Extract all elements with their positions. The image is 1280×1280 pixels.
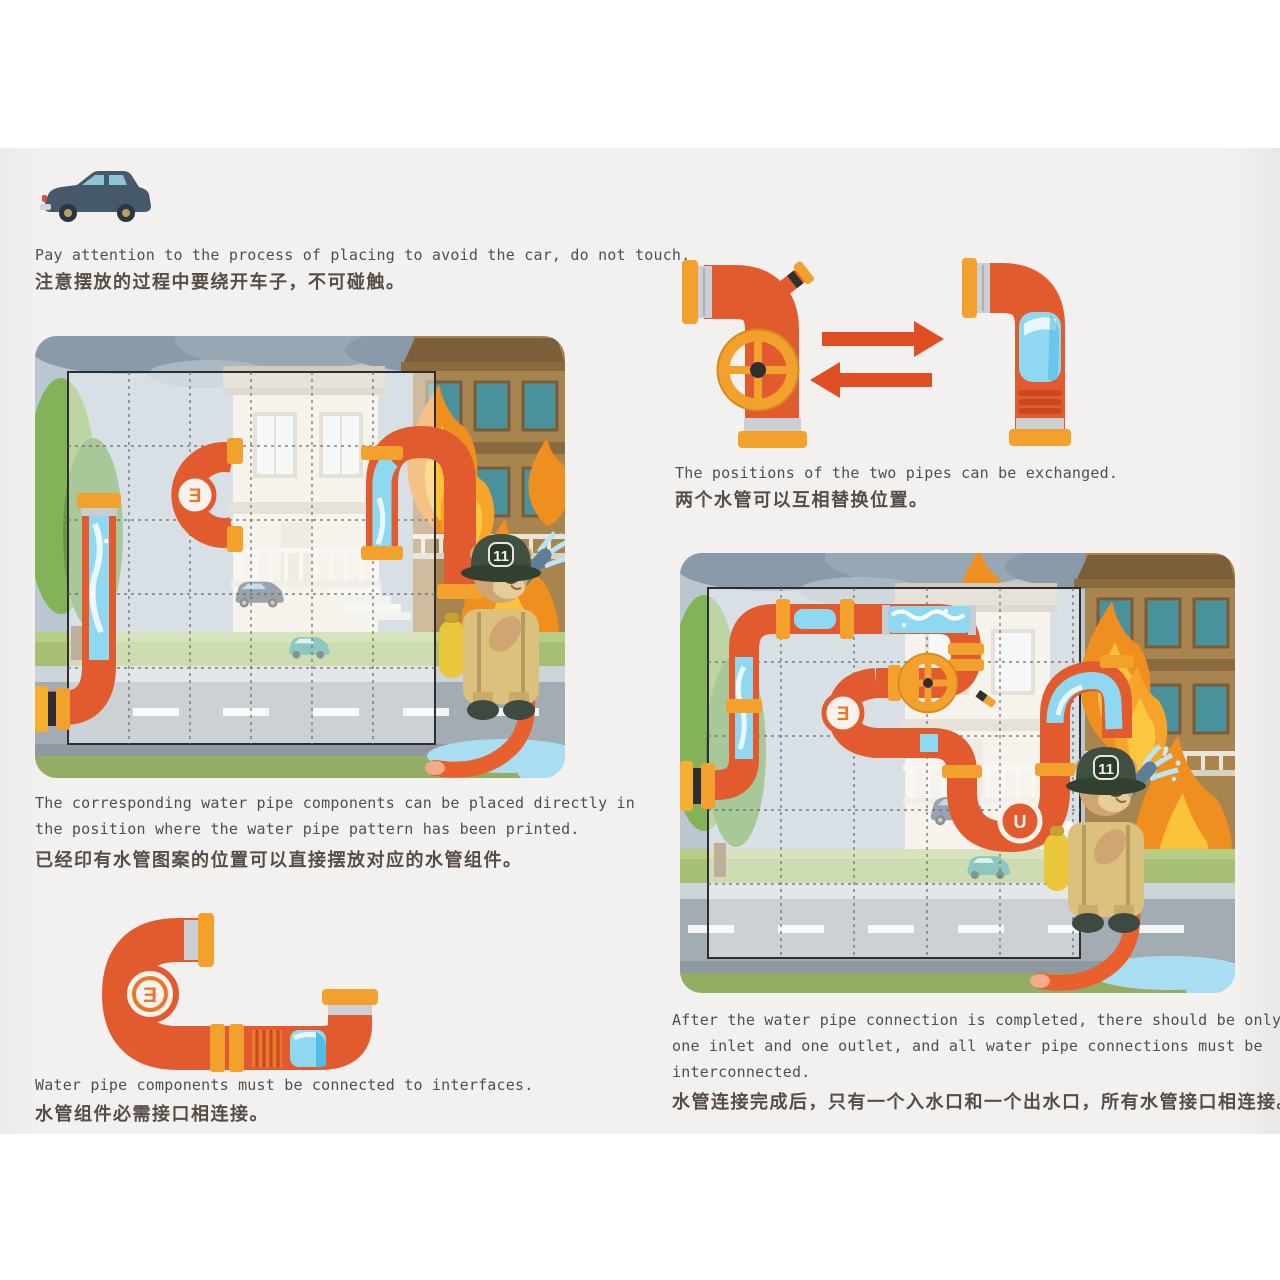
window-pipe [962,258,1071,446]
play-area [707,587,1081,959]
printed-pipe-n [361,425,483,599]
interfaces-note-cn: 水管组件必需接口相连接。 [35,1104,269,1125]
pipe-flange [322,989,378,1005]
svg-text:E: E [189,486,202,507]
parked-car-teal [289,637,330,659]
pipe-body [101,918,372,1070]
svg-text:E: E [143,984,157,1007]
pipe-flange [198,913,214,967]
inlet-emblem [821,691,865,735]
pipe-water-window [794,609,836,629]
pipe-flange [962,258,977,318]
inlet-connector [680,761,715,811]
exchange-pipes-illustration [682,258,1071,448]
pipe-ribs [252,1030,282,1067]
car-window-front [82,175,104,185]
bear-boot [1108,913,1140,933]
printed-note-en-1: The corresponding water pipe components … [35,794,635,812]
printed-pipe-c: E [171,438,243,552]
grid-lines [68,372,435,744]
exchange-note-en: The positions of the two pipes can be ex… [675,464,1119,482]
helmet-badge [1093,755,1119,780]
valve-wheel-icon [897,652,959,714]
interfaces-note-en: Water pipe components must be connected … [35,1076,534,1094]
car-window-rear [109,175,127,185]
water-puddle [1090,956,1235,990]
car-note-en: Pay attention to the process of placing … [35,246,691,264]
pipe-flange [210,1024,225,1072]
parked-car-dark [235,581,284,608]
completed-note-cn: 水管连接完成后，只有一个入水口和一个出水口，所有水管接口相连接。 [672,1092,1280,1113]
oxygen-tank [1044,833,1070,891]
pipe-flange [229,1024,244,1072]
car-icon [40,171,151,222]
firefighter-bear: 11 [425,531,565,778]
inlet-connector [35,686,70,732]
completed-note-en-2: one inlet and one outlet, and all water … [672,1037,1263,1055]
left-board-illustration: E [35,336,565,778]
assembled-pipe-network: E U [680,599,1134,853]
car-lamp [42,195,47,202]
exchange-arrows-icon [810,321,944,398]
svg-text:U: U [1014,812,1027,832]
oxygen-tank [439,620,465,678]
helmet-badge [488,542,514,567]
completed-note-en-3: interconnected. [672,1063,811,1081]
valve-wheel-icon [716,328,800,412]
svg-text:E: E [837,704,850,725]
firefighter-bear: 11 [1030,744,1181,991]
outlet-emblem [997,798,1043,844]
exchange-note-cn: 两个水管可以互相替换位置。 [675,490,929,511]
car-bumper [40,204,51,210]
pipe-flange [1009,429,1071,446]
svg-text:11: 11 [493,548,509,565]
inlet-emblem [173,473,217,517]
white-house [223,366,411,646]
bear-boot [503,700,535,720]
completed-note-en-1: After the water pipe connection is compl… [672,1011,1280,1029]
printed-note-cn: 已经印有水管图案的位置可以直接摆放对应的水管组件。 [35,850,523,871]
pipe-component-illustration: E [101,913,378,1072]
pipe-flange [682,260,698,324]
svg-text:11: 11 [1098,761,1114,778]
bear-boot [467,700,499,720]
pipe-ribs [1018,390,1062,414]
bear-boot [1072,913,1104,933]
printed-note-en-2: the position where the water pipe patter… [35,820,580,838]
inlet-emblem [121,965,179,1023]
car-note-cn: 注意摆放的过程中要绕开车子，不可碰触。 [35,272,406,293]
valve-pipe [682,260,814,448]
pipe-flange [738,431,807,448]
right-board-illustration: E U [680,553,1235,993]
